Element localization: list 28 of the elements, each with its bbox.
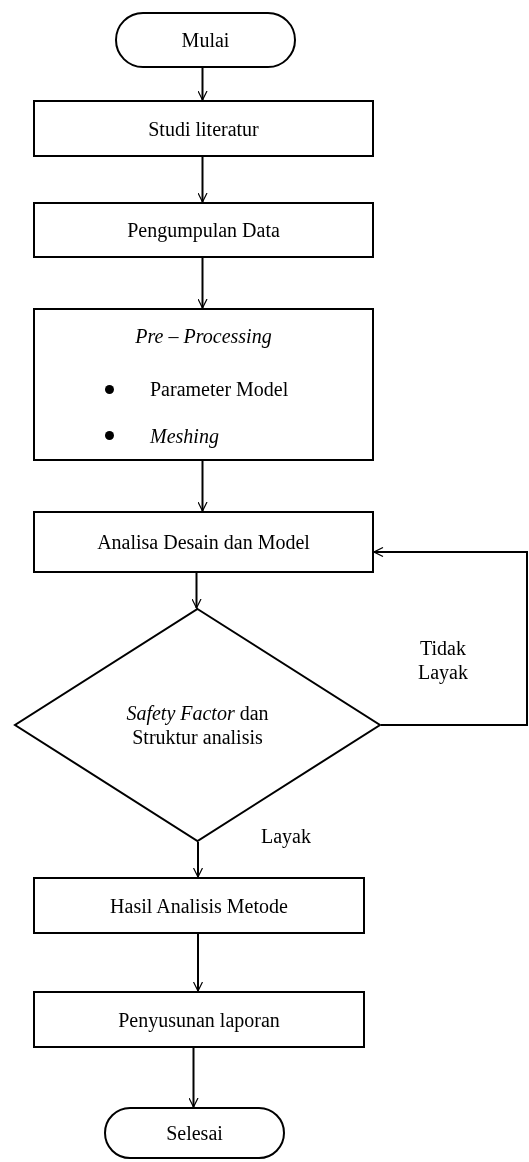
arrow [197, 67, 208, 101]
decision-text: Safety Factor dan Struktur analisis [125, 701, 270, 749]
node-text: Selesai [166, 1121, 223, 1145]
process-box [33, 100, 374, 157]
arrow [188, 1047, 199, 1108]
process-box [33, 308, 374, 461]
arrow [192, 933, 204, 992]
arrow [197, 257, 208, 309]
node-text: Studi literatur [148, 116, 259, 141]
arrow [197, 460, 208, 512]
bullet-text: Parameter Model [150, 377, 289, 402]
process-box [33, 877, 365, 934]
terminator-shape [115, 12, 296, 68]
node-text: Pengumpulan Data [127, 218, 280, 242]
node-text: Penyusunan laporan [118, 1007, 280, 1032]
node-text: Mulai [181, 28, 230, 52]
process-box [33, 991, 365, 1048]
node-heading: Pre – Processing [135, 324, 272, 348]
node-text: Hasil Analisis Metode [110, 893, 288, 918]
terminator-shape [104, 1107, 285, 1159]
arrow [191, 572, 202, 609]
process-box [33, 202, 374, 258]
node-text: Analisa Desain dan Model [97, 530, 310, 554]
bullet-text: Meshing [150, 423, 219, 448]
process-box [33, 511, 374, 573]
arrow [197, 156, 208, 203]
arrow [373, 546, 528, 726]
arrow [192, 841, 204, 878]
